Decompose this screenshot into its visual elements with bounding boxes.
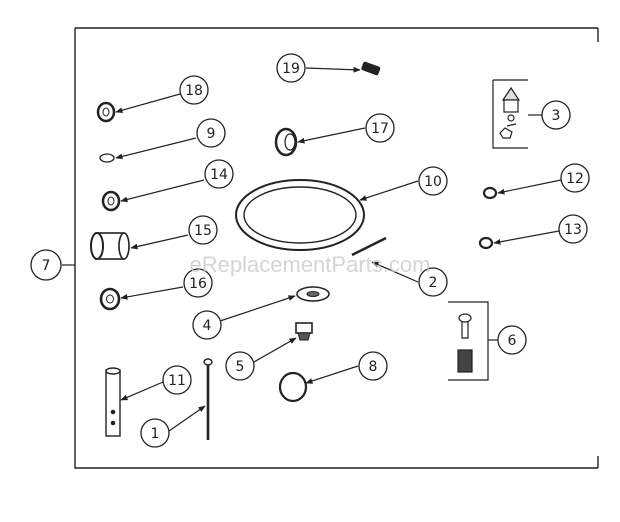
part-3-needle-valve xyxy=(492,79,528,149)
part-17-seat xyxy=(274,127,298,157)
callout-8: 8 xyxy=(305,351,388,384)
callout-7: 7 xyxy=(30,249,75,281)
part-15-venturi xyxy=(90,232,130,260)
callout-11-label: 11 xyxy=(168,373,186,389)
callout-4-label: 4 xyxy=(203,318,212,334)
callout-7-label: 7 xyxy=(42,258,51,274)
callout-3: 3 xyxy=(528,100,571,130)
callout-14: 14 xyxy=(120,159,234,203)
callout-16: 16 xyxy=(120,268,213,300)
callout-9-label: 9 xyxy=(207,126,216,142)
part-2-float-pin xyxy=(351,236,387,257)
watermark-text: eReplacementParts.com xyxy=(190,252,431,277)
callout-2-label: 2 xyxy=(429,275,438,291)
part-8-float-seat xyxy=(278,371,308,403)
callout-2: 2 xyxy=(371,261,448,297)
callout-1-label: 1 xyxy=(151,426,160,442)
callout-9: 9 xyxy=(115,118,226,160)
kit-frame xyxy=(74,27,599,469)
part-10-bowl-gasket xyxy=(235,179,365,251)
callout-19-label: 19 xyxy=(282,61,300,77)
callout-10: 10 xyxy=(359,166,448,201)
part-1-rod xyxy=(203,358,213,440)
part-19-pin xyxy=(361,61,381,76)
callout-5-label: 5 xyxy=(236,359,245,375)
callout-14-label: 14 xyxy=(210,167,228,183)
part-5-jet xyxy=(295,322,313,341)
callout-17: 17 xyxy=(297,113,395,144)
callout-4: 4 xyxy=(192,295,296,340)
callout-13: 13 xyxy=(493,214,588,245)
callout-10-label: 10 xyxy=(424,174,442,190)
callout-3-label: 3 xyxy=(552,108,561,124)
part-13-clip xyxy=(478,236,494,250)
callout-15-label: 15 xyxy=(194,223,212,239)
callout-17-label: 17 xyxy=(371,121,389,137)
callout-8-label: 8 xyxy=(369,359,378,375)
part-9-ring xyxy=(99,153,115,163)
callout-18: 18 xyxy=(115,75,209,114)
callout-19: 19 xyxy=(276,53,361,83)
part-14-washer xyxy=(101,190,121,212)
callout-15: 15 xyxy=(130,215,218,250)
callout-12: 12 xyxy=(497,163,590,195)
callout-6-label: 6 xyxy=(508,333,517,349)
callout-1: 1 xyxy=(140,405,206,448)
callout-12-label: 12 xyxy=(566,171,584,187)
part-4-washer xyxy=(296,286,330,302)
callout-11: 11 xyxy=(120,365,192,401)
part-16-washer xyxy=(99,287,121,311)
callout-16-label: 16 xyxy=(189,276,207,292)
callout-18-label: 18 xyxy=(185,83,203,99)
part-6-screw-spring xyxy=(448,301,489,381)
part-12-clip xyxy=(482,186,498,200)
callout-5: 5 xyxy=(225,337,297,381)
callout-6: 6 xyxy=(488,325,527,355)
part-18-washer xyxy=(96,101,116,123)
part-11-emulsion-tube xyxy=(105,367,121,437)
callout-13-label: 13 xyxy=(564,222,582,238)
